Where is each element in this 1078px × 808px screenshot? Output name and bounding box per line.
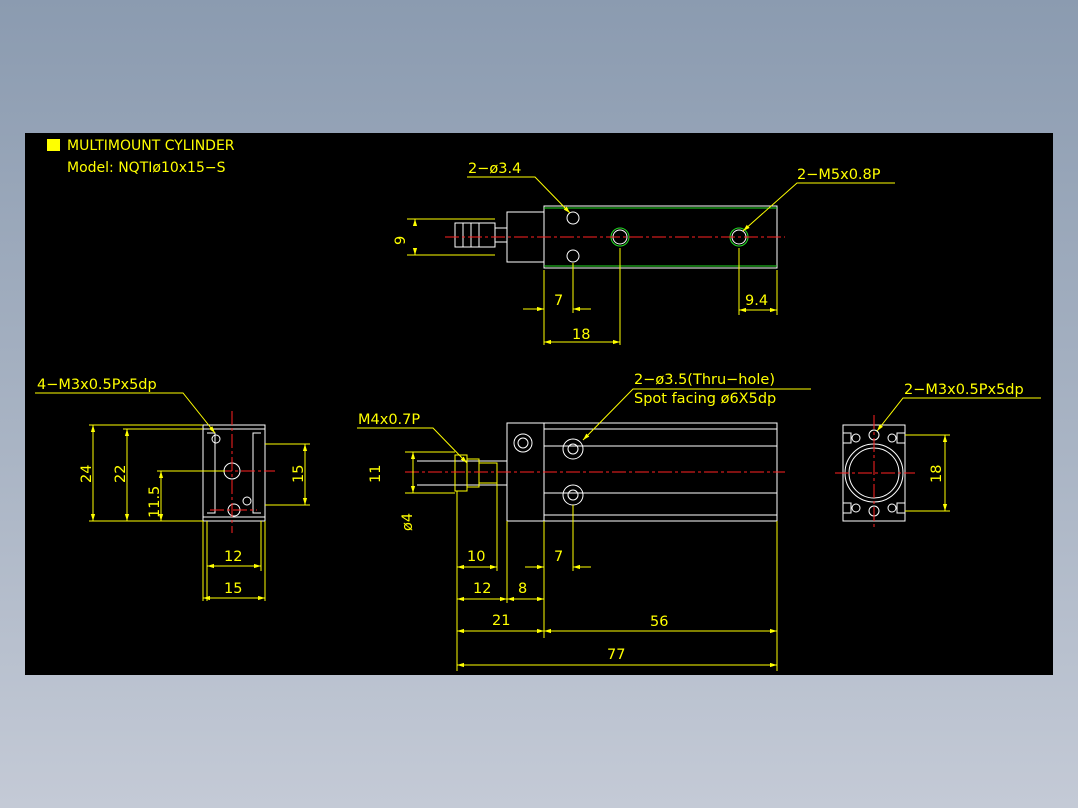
top-dim-9-4: 9.4	[745, 293, 768, 309]
left-dim-22: 22	[113, 465, 129, 483]
front-dim-11: 11	[368, 465, 384, 483]
front-dim-77: 77	[607, 647, 625, 663]
cad-drawing: MULTIMOUNT CYLINDER Model: NQTIø10x15−S …	[35, 138, 1041, 671]
front-callout-rod: M4x0.7P	[358, 412, 420, 428]
front-dim-10: 10	[467, 549, 485, 565]
left-view: 4−M3x0.5Px5dp 24 22 11.5 15 12 15	[35, 377, 310, 601]
front-dim-8: 8	[518, 581, 527, 597]
top-dim-18: 18	[572, 327, 590, 343]
front-callout-thru-2: Spot facing ø6X5dp	[634, 391, 776, 407]
left-dim-15-h: 15	[224, 581, 242, 597]
title-marker-icon	[47, 139, 60, 151]
left-dim-15-v: 15	[291, 465, 307, 483]
right-callout: 2−M3x0.5Px5dp	[904, 382, 1024, 398]
front-dim-21: 21	[492, 613, 510, 629]
front-view: 2−ø3.5(Thru−hole) Spot facing ø6X5dp M4x…	[357, 372, 811, 671]
front-dim-d4: ø4	[400, 513, 416, 531]
right-dim-18: 18	[929, 465, 945, 483]
title-line1: MULTIMOUNT CYLINDER	[67, 138, 235, 154]
top-callout-holes: 2−ø3.4	[468, 161, 521, 177]
drawing-sheet: MULTIMOUNT CYLINDER Model: NQTIø10x15−S …	[25, 133, 1053, 675]
left-callout: 4−M3x0.5Px5dp	[37, 377, 157, 393]
top-dim-9: 9	[393, 236, 409, 245]
front-callout-thru-1: 2−ø3.5(Thru−hole)	[634, 372, 775, 388]
front-dim-12: 12	[473, 581, 491, 597]
front-dim-56: 56	[650, 614, 668, 630]
title-block: MULTIMOUNT CYLINDER Model: NQTIø10x15−S	[47, 138, 235, 176]
left-dim-11-5: 11.5	[147, 486, 163, 518]
title-line2: Model: NQTIø10x15−S	[67, 160, 226, 176]
front-dim-7: 7	[554, 549, 563, 565]
top-callout-thread: 2−M5x0.8P	[797, 167, 881, 183]
top-view: 2−ø3.4 2−M5x0.8P 9 7 18 9.4	[393, 161, 895, 345]
right-view: 2−M3x0.5Px5dp 18	[835, 382, 1041, 529]
top-dim-7: 7	[554, 293, 563, 309]
left-dim-12: 12	[224, 549, 242, 565]
left-dim-24: 24	[79, 465, 95, 483]
